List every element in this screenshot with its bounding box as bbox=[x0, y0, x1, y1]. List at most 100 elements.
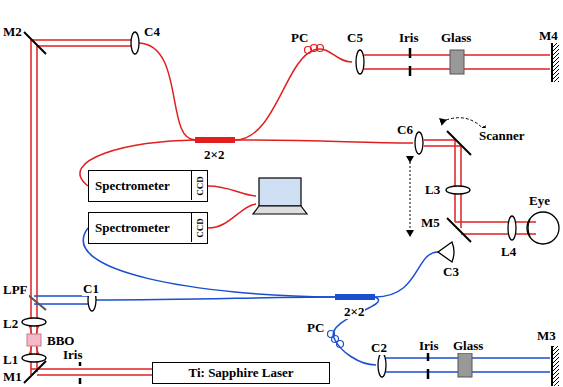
iris bbox=[409, 48, 412, 76]
glass-plate bbox=[458, 353, 472, 377]
red-fiber bbox=[208, 204, 256, 228]
red-beam bbox=[31, 368, 152, 370]
part-label: L2 bbox=[2, 316, 19, 331]
eye bbox=[527, 212, 559, 244]
blue-beam bbox=[34, 296, 550, 372]
red-beam bbox=[37, 46, 131, 372]
part-label: L4 bbox=[500, 244, 517, 259]
part-label: PC bbox=[290, 30, 309, 45]
part-label: M4 bbox=[538, 28, 559, 43]
mirror bbox=[551, 42, 553, 82]
laser-box: Ti: Sapphire Laser bbox=[152, 362, 330, 384]
box-text: Spectrometer bbox=[95, 178, 170, 194]
part-label: M5 bbox=[420, 215, 441, 230]
mirror bbox=[551, 346, 553, 386]
box-text: Spectrometer bbox=[95, 220, 170, 236]
focus-beam bbox=[28, 322, 40, 358]
lens bbox=[22, 354, 46, 362]
part-label: PC bbox=[306, 320, 325, 335]
box-text: Ti: Sapphire Laser bbox=[189, 365, 294, 381]
red-fiber bbox=[208, 186, 256, 196]
blue-beam bbox=[34, 296, 88, 304]
eye bbox=[527, 212, 559, 244]
red-beam bbox=[424, 140, 455, 222]
polarization-controller bbox=[317, 45, 324, 52]
switch-arrow bbox=[410, 162, 411, 236]
polarization-controller bbox=[305, 45, 324, 54]
mirror-hatch bbox=[553, 42, 559, 82]
red-fiber bbox=[139, 43, 195, 140]
lens bbox=[22, 32, 516, 377]
polarization-controller bbox=[337, 341, 344, 348]
iris bbox=[427, 351, 430, 379]
blue-fiber bbox=[83, 228, 438, 365]
part-label: C4 bbox=[143, 24, 161, 39]
spectrometer-box: Spectrometer CCD bbox=[88, 212, 208, 244]
part-label: Iris bbox=[398, 30, 420, 45]
red-fiber bbox=[80, 43, 413, 228]
part-label: Scanner bbox=[478, 128, 526, 143]
part-label: Eye bbox=[528, 193, 551, 208]
red-beam bbox=[461, 233, 536, 235]
part-label: C2 bbox=[370, 340, 388, 355]
lens bbox=[131, 32, 139, 54]
box-text: CCD bbox=[195, 218, 205, 238]
lens bbox=[356, 50, 364, 74]
bbo-crystal bbox=[27, 334, 41, 346]
red-beam bbox=[31, 40, 550, 375]
mirror bbox=[22, 32, 552, 386]
lens bbox=[446, 186, 470, 194]
collimator bbox=[438, 242, 454, 262]
part-label: 2×2 bbox=[203, 147, 225, 162]
laptop bbox=[253, 206, 307, 214]
part-label: Glass bbox=[440, 30, 472, 45]
spectrometer-box: Spectrometer CCD bbox=[88, 170, 208, 202]
part-label: C1 bbox=[82, 281, 100, 296]
focus-beam bbox=[28, 322, 40, 358]
part-label: M2 bbox=[2, 24, 23, 39]
eye bbox=[528, 219, 530, 237]
lens bbox=[22, 318, 46, 326]
lens bbox=[415, 132, 423, 154]
part-label: LPF bbox=[2, 282, 29, 297]
red-beam bbox=[31, 40, 131, 375]
part-label: Iris bbox=[418, 338, 440, 353]
part-label: C6 bbox=[396, 122, 414, 137]
glass-plate bbox=[450, 50, 472, 377]
part-label: L3 bbox=[424, 182, 441, 197]
mirror bbox=[447, 218, 471, 242]
ccd-box: CCD bbox=[191, 171, 207, 200]
part-label: Iris bbox=[62, 347, 84, 362]
red-beam bbox=[455, 221, 536, 223]
mirror bbox=[447, 131, 471, 155]
red-fiber bbox=[235, 140, 413, 143]
part-label: Glass bbox=[452, 338, 484, 353]
mirror bbox=[24, 361, 46, 383]
part-label: C3 bbox=[442, 264, 460, 279]
fiber-coupler bbox=[195, 137, 235, 143]
laptop bbox=[253, 178, 307, 214]
part-label: 2×2 bbox=[343, 304, 365, 319]
part-label: M3 bbox=[536, 328, 557, 343]
ccd-box: CCD bbox=[191, 213, 207, 242]
box-text: CCD bbox=[195, 176, 205, 196]
red-beam bbox=[37, 374, 152, 376]
lens bbox=[378, 353, 386, 377]
lens bbox=[508, 216, 516, 240]
blue-fiber bbox=[96, 297, 335, 300]
part-label: M1 bbox=[2, 369, 23, 384]
mirror-hatch bbox=[553, 346, 559, 386]
polarization-controller bbox=[328, 331, 344, 348]
red-fiber bbox=[235, 49, 352, 140]
mirror bbox=[24, 32, 46, 54]
part-label: L1 bbox=[2, 352, 19, 367]
part-label: BBO bbox=[46, 333, 75, 348]
fiber-coupler bbox=[335, 294, 375, 300]
laptop bbox=[259, 178, 301, 206]
glass-plate bbox=[450, 50, 464, 74]
part-label: C5 bbox=[346, 30, 364, 45]
blue-fiber bbox=[375, 252, 438, 297]
iris bbox=[79, 362, 82, 384]
iris bbox=[80, 48, 428, 384]
